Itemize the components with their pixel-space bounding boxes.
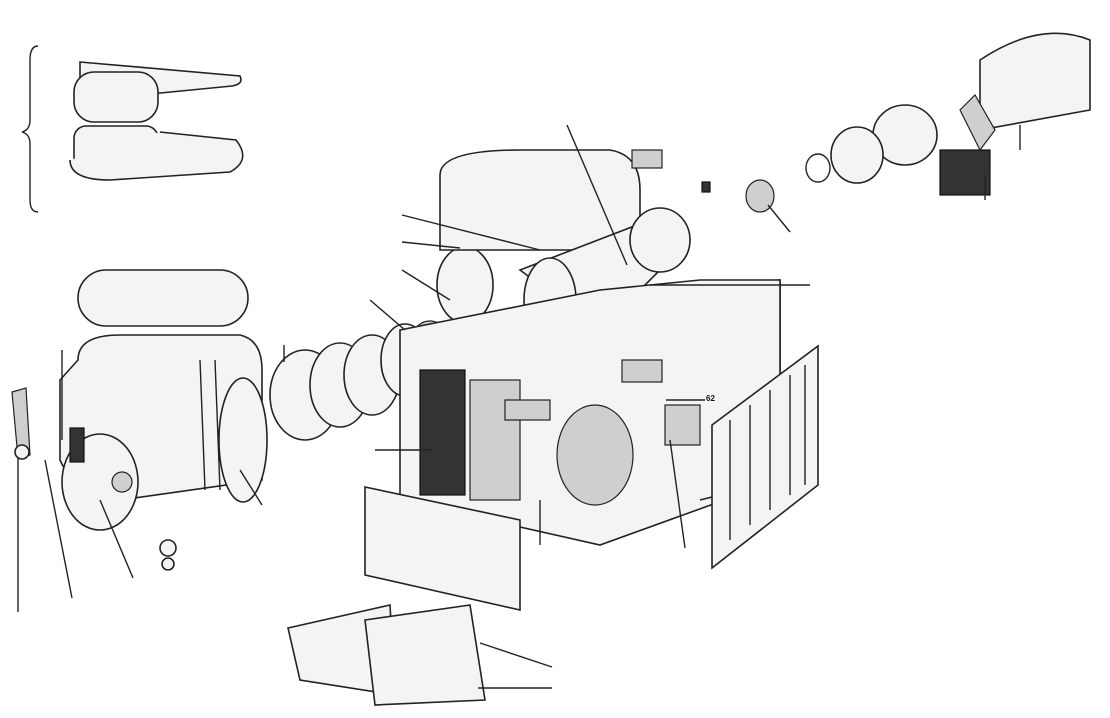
- part-label-62: 62: [706, 394, 715, 403]
- motor-gearbox-parts: [631, 32, 1091, 213]
- lid-detail-inset: [69, 61, 244, 181]
- side-grille-panel: [711, 344, 819, 570]
- evaporator-cylinder: [439, 149, 692, 343]
- tap-handle: [11, 387, 31, 459]
- front-panel: [364, 486, 521, 612]
- bowl-cover: [77, 269, 249, 327]
- leader-lines: [17, 124, 1021, 689]
- bowl-left: [59, 334, 268, 531]
- drip-trays: [287, 604, 486, 706]
- group-bracket: [21, 45, 39, 213]
